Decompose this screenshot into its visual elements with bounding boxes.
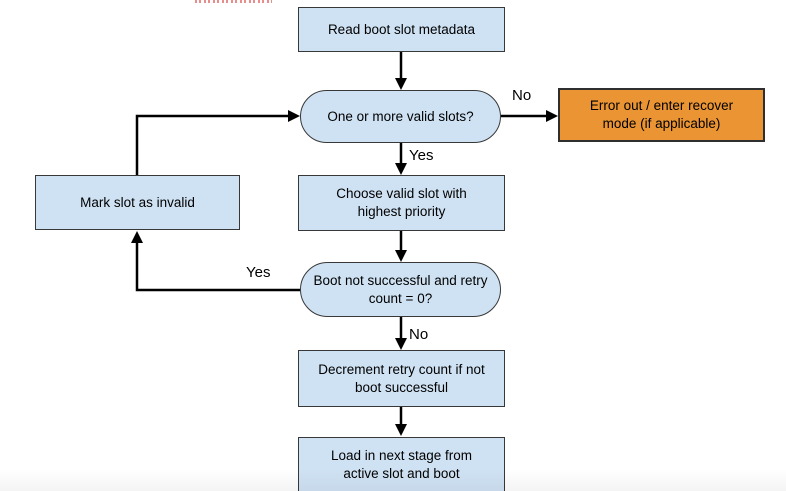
node-label: Choose valid slot with highest priority [336,186,467,219]
edge-label-yes-boot-retry: Yes [246,264,271,281]
edge-label-yes-valid-slots: Yes [409,147,434,164]
node-label: Mark slot as invalid [80,194,195,210]
node-label: Read boot slot metadata [327,21,476,37]
edge-retry-yes-to-mark [131,231,300,292]
edge-valid-yes-to-choose [395,143,407,175]
edge-label-no-valid-slots: No [512,87,532,104]
node-label: Decrement retry count if not boot succes… [318,361,485,395]
edge-decrement-to-load [395,407,407,436]
node-error-recover-mode: Error out / enter recover mode (if appli… [558,88,765,142]
edge-choose-to-retry [395,231,407,262]
node-decision-valid-slots: One or more valid slots? [300,90,501,143]
node-read-boot-slot-metadata: Read boot slot metadata [298,7,505,52]
node-label: One or more valid slots? [327,108,474,124]
node-label: Error out / enter recover mode (if appli… [589,98,734,131]
node-decrement-retry-count: Decrement retry count if not boot succes… [298,350,505,407]
node-mark-slot-invalid: Mark slot as invalid [35,175,240,230]
node-label: Load in next stage from active slot and … [330,447,473,481]
node-choose-valid-slot: Choose valid slot with highest priority [298,175,505,231]
edge-label-no-boot-retry: No [409,326,429,343]
edge-retry-no-to-decrement [395,317,407,350]
node-label: Boot not successful and retry count = 0? [313,272,488,306]
node-decision-boot-retry: Boot not successful and retry count = 0? [300,262,501,317]
clipped-red-text [195,0,272,3]
edge-mark-to-valid [135,110,300,175]
edge-read-to-valid [395,52,407,90]
node-load-next-stage: Load in next stage from active slot and … [298,437,505,491]
edge-valid-no-to-error [501,110,558,122]
